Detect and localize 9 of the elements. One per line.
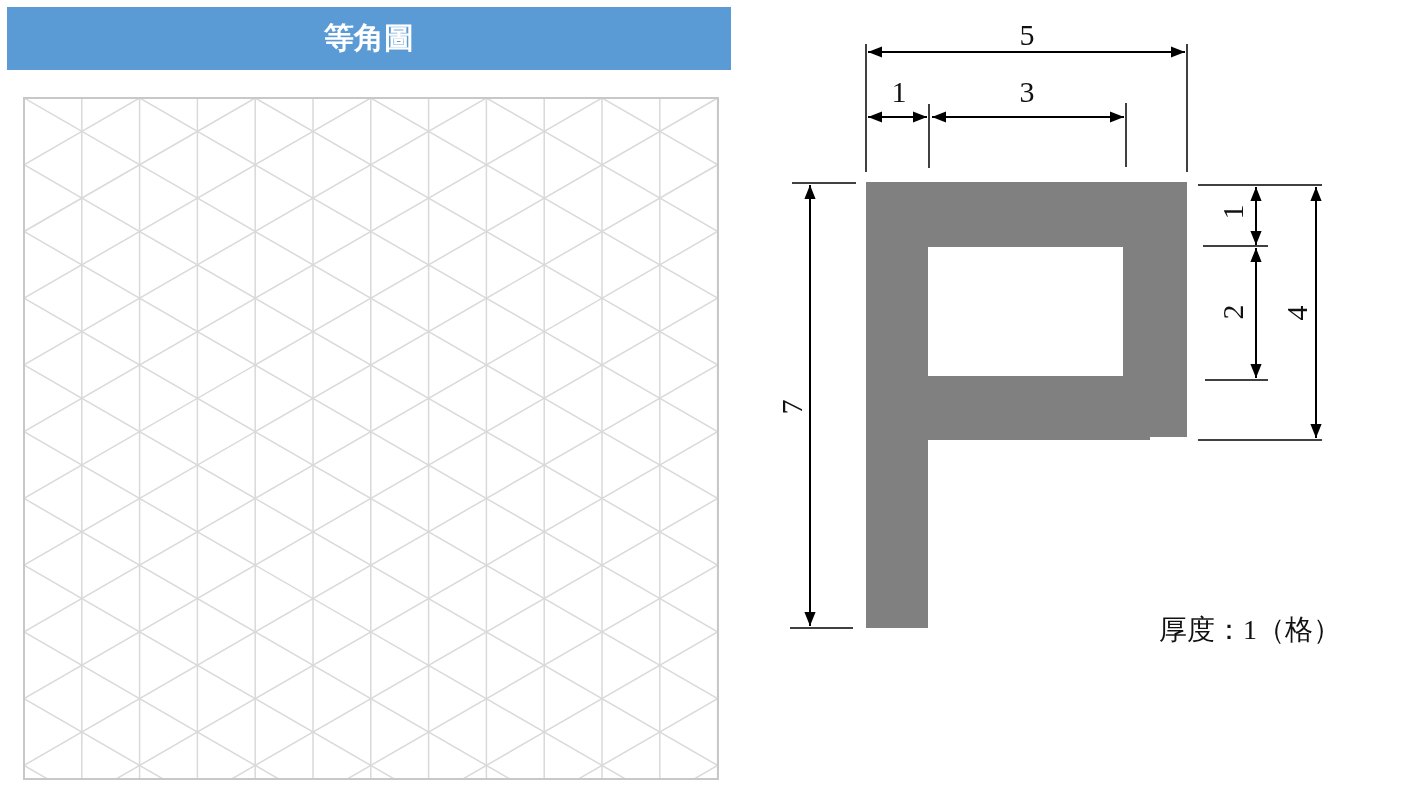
dimension-label: 7 <box>776 399 806 415</box>
dimension-label: 1 <box>891 77 907 107</box>
dimension-label: 2 <box>1217 304 1247 320</box>
dimension-label: 3 <box>1019 77 1035 107</box>
title-banner: 等角圖 <box>7 7 731 70</box>
dimension-label: 5 <box>1019 20 1035 50</box>
dimension-label: 1 <box>1217 204 1247 220</box>
dimension-label: 4 <box>1281 305 1311 321</box>
thickness-note: 厚度：1（格） <box>1159 616 1341 644</box>
